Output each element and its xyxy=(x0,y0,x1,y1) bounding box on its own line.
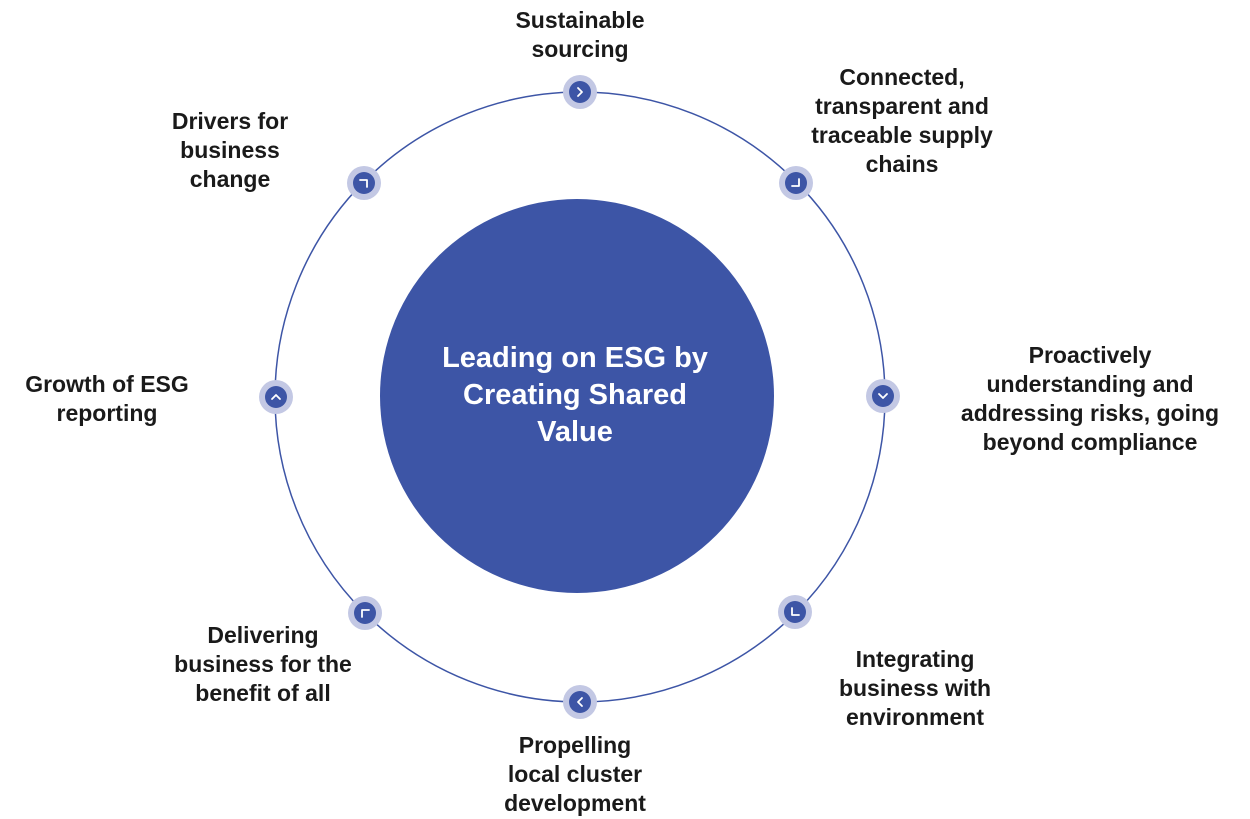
node-dot xyxy=(569,81,591,103)
center-circle xyxy=(380,199,774,593)
label-delivering-benefit: Delivering business for the benefit of a… xyxy=(174,622,352,706)
chevron-up-icon xyxy=(271,394,281,400)
chevron-left-icon xyxy=(577,697,583,707)
corner-down-right-icon xyxy=(791,607,800,616)
label-growth-esg-reporting: Growth of ESG reporting xyxy=(25,371,189,426)
node-dot xyxy=(354,602,376,624)
node-connected xyxy=(779,166,813,200)
corner-down-left-icon xyxy=(361,609,370,618)
label-propelling-cluster: Propelling local cluster development xyxy=(504,732,646,816)
node-integrating xyxy=(778,595,812,629)
label-connected-supply-chains: Connected, transparent and traceable sup… xyxy=(811,64,993,177)
node-dot xyxy=(569,691,591,713)
node-dot xyxy=(265,386,287,408)
node-proactive xyxy=(866,379,900,413)
node-drivers xyxy=(347,166,381,200)
label-proactive-risks: Proactively understanding and addressing… xyxy=(960,342,1220,455)
center-title: Leading on ESG by Creating Shared Value xyxy=(442,342,708,448)
node-growth xyxy=(259,380,293,414)
node-dot xyxy=(784,601,806,623)
node-delivering xyxy=(348,596,382,630)
label-integrating-environment: Integrating business with environment xyxy=(838,646,992,730)
corner-up-left-icon xyxy=(791,178,800,187)
corner-up-right-icon xyxy=(359,179,368,188)
chevron-down-icon xyxy=(878,393,888,399)
label-sustainable-sourcing: Sustainable sourcing xyxy=(515,7,645,62)
chevron-right-icon xyxy=(577,87,583,97)
node-propelling xyxy=(563,685,597,719)
label-drivers-business-change: Drivers for business change xyxy=(171,108,289,192)
node-dot xyxy=(785,172,807,194)
node-sustainable xyxy=(563,75,597,109)
node-dot xyxy=(872,385,894,407)
node-dot xyxy=(353,172,375,194)
